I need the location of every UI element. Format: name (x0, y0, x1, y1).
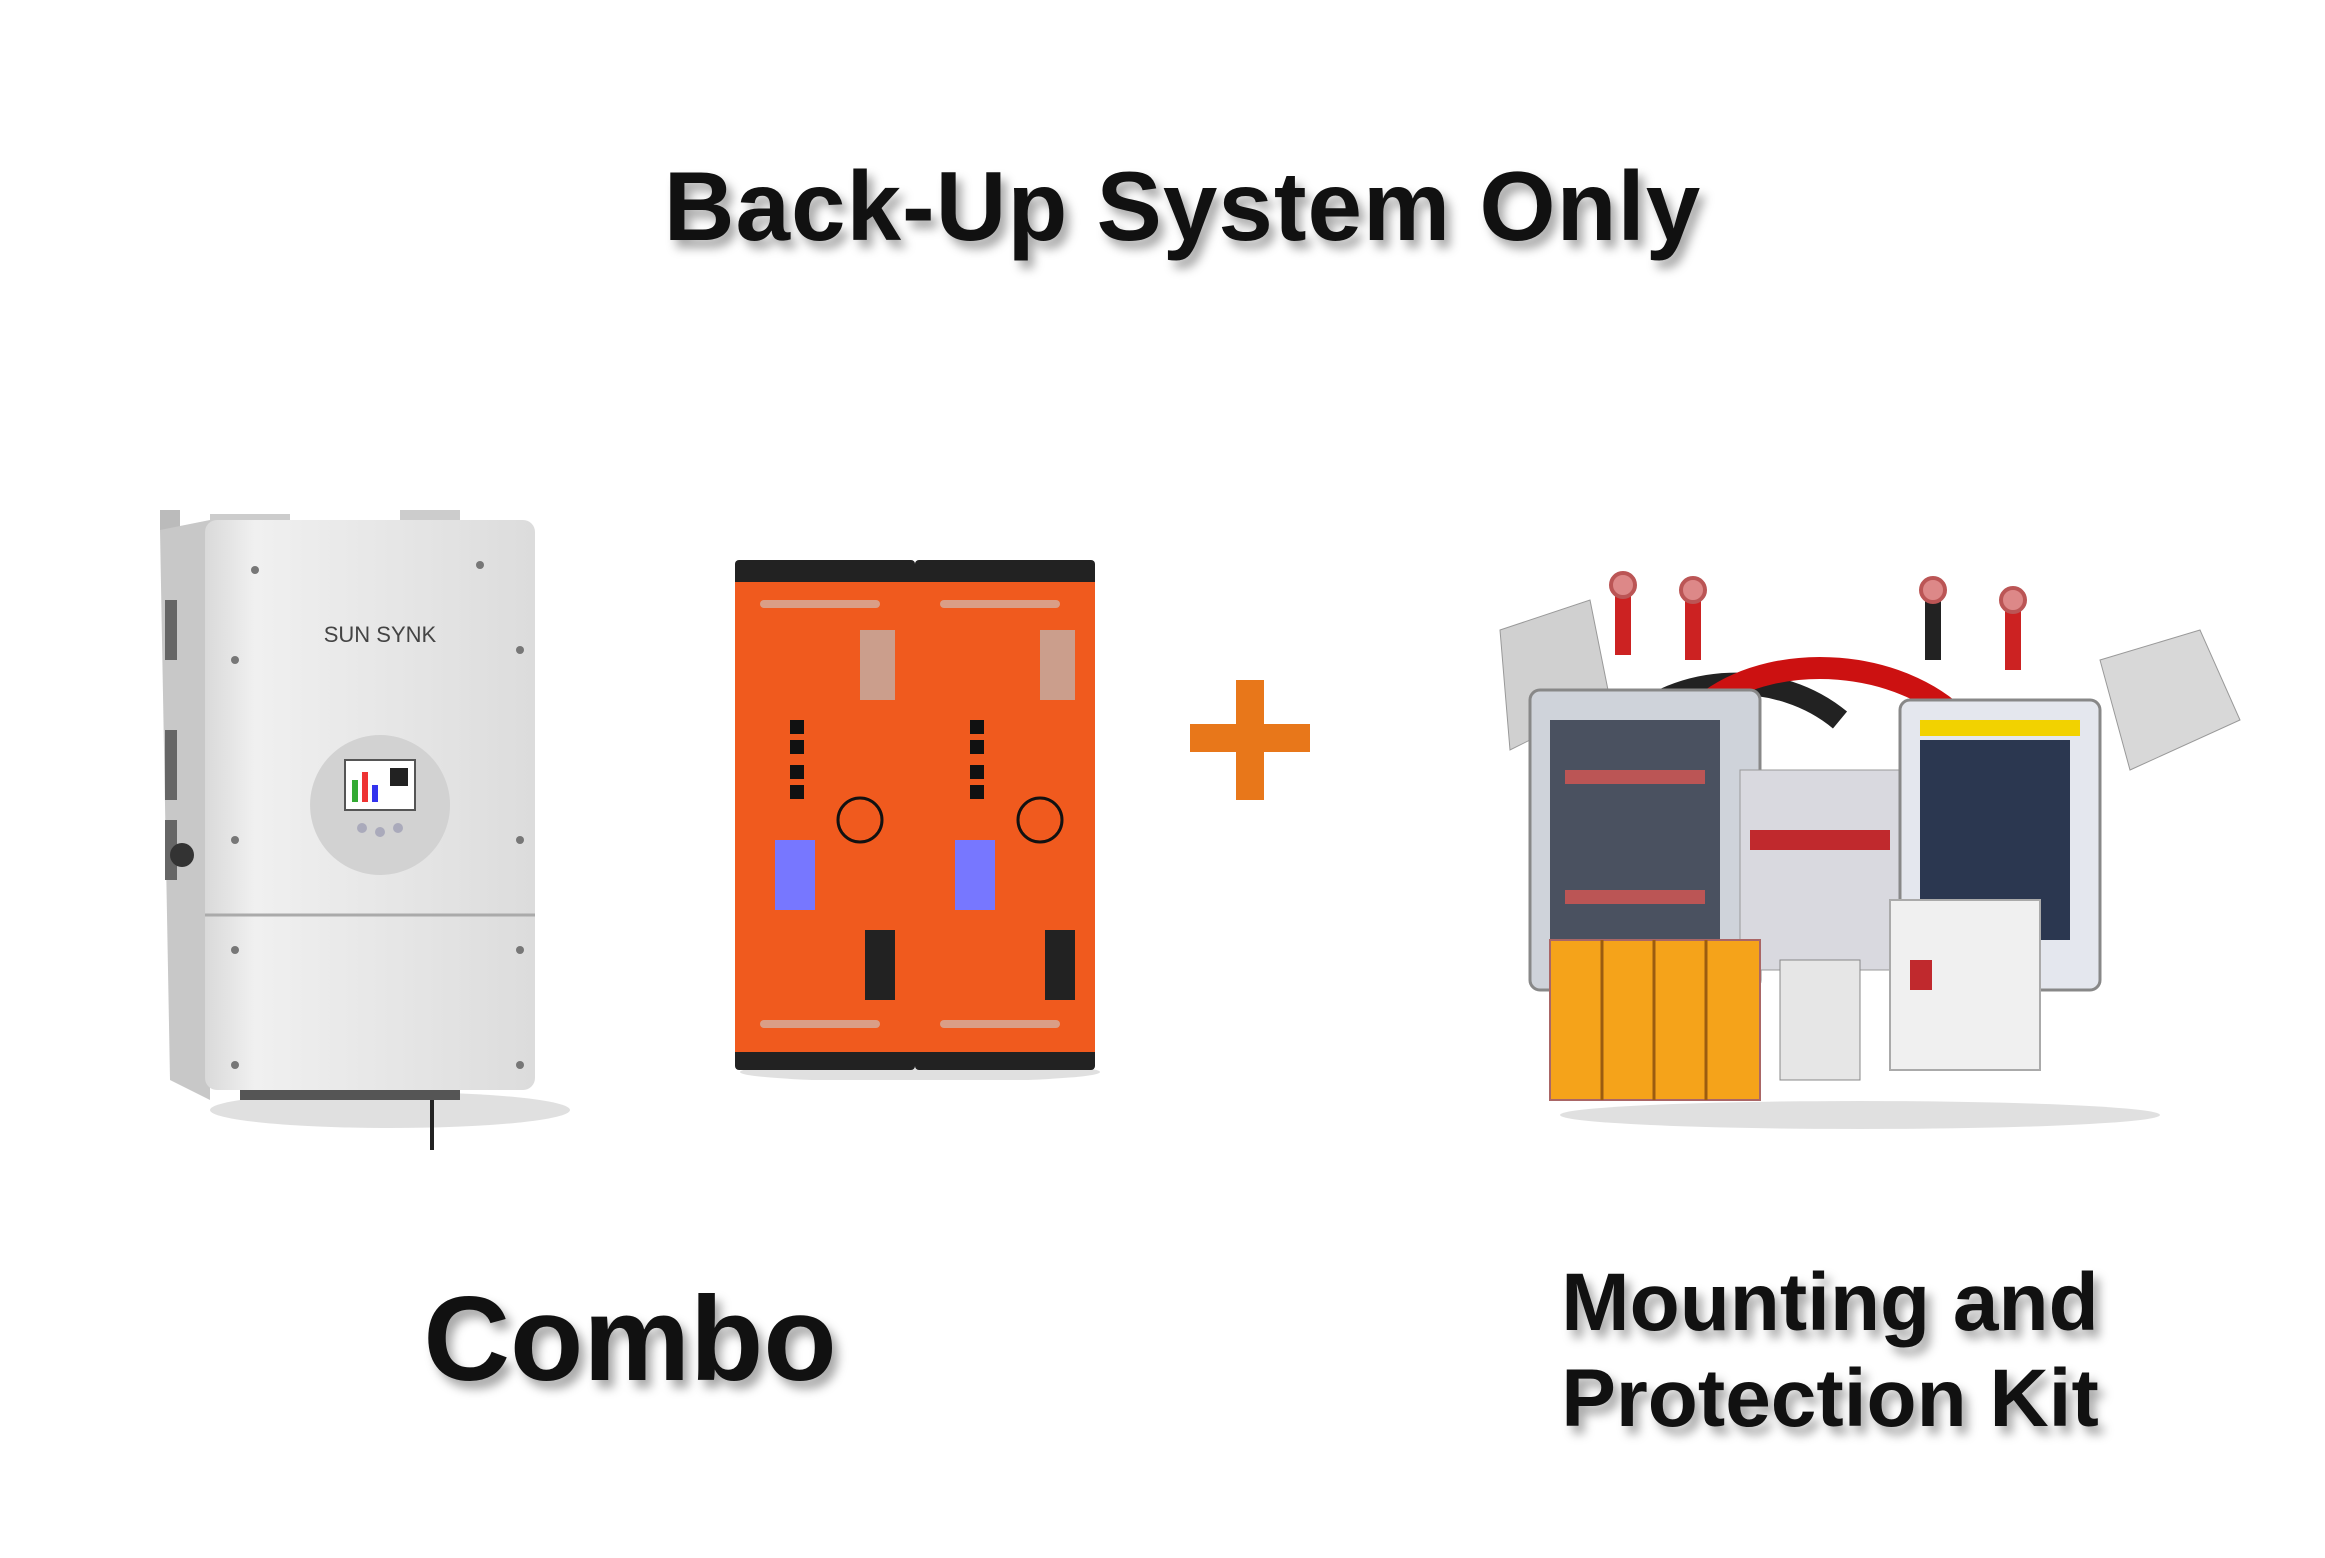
kit-caption: Mounting and Protection Kit (1480, 1255, 2180, 1447)
kit-caption-line1: Mounting and (1561, 1257, 2099, 1348)
inverter-image: SUN SYNK (160, 510, 570, 1150)
protection-kit-image (1499, 571, 2241, 1129)
page-title: Back-Up System Only (663, 151, 1702, 261)
inverter-logo: SUN SYNK (324, 622, 437, 647)
kit-caption-line2: Protection Kit (1561, 1353, 2099, 1444)
combo-caption: Combo (423, 1272, 837, 1406)
battery-image (735, 560, 1100, 1080)
plus-icon (1190, 680, 1310, 800)
